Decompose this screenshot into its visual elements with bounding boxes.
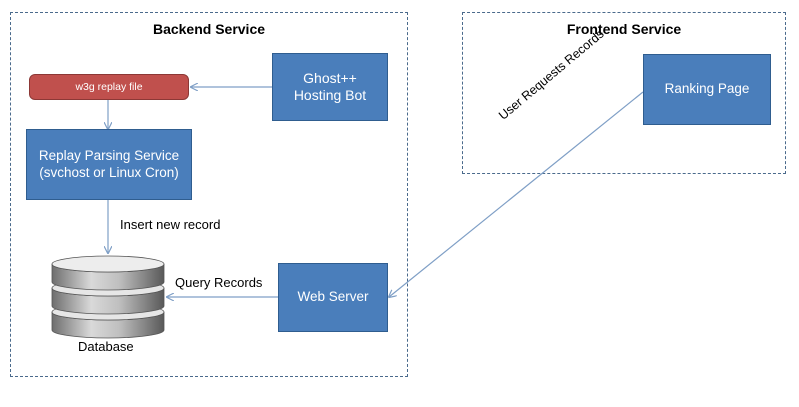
database-icon (51, 255, 165, 339)
backend-service-group: Backend Service (10, 12, 408, 377)
arrow-ranking-to-webserver (389, 91, 644, 297)
insert-record-label: Insert new record (120, 217, 221, 232)
frontend-service-group: Frontend Service (462, 12, 786, 174)
web-server-node: Web Server (278, 263, 388, 332)
replay-file-node: w3g replay file (29, 74, 189, 100)
ranking-page-node: Ranking Page (643, 54, 771, 125)
query-records-label: Query Records (175, 275, 263, 290)
replay-parsing-service-node: Replay Parsing Service (svchost or Linux… (26, 129, 192, 200)
backend-service-title: Backend Service (152, 21, 266, 37)
ghost-hosting-bot-node: Ghost++ Hosting Bot (272, 53, 388, 121)
frontend-service-title: Frontend Service (566, 21, 682, 37)
database-label: Database (78, 339, 134, 354)
